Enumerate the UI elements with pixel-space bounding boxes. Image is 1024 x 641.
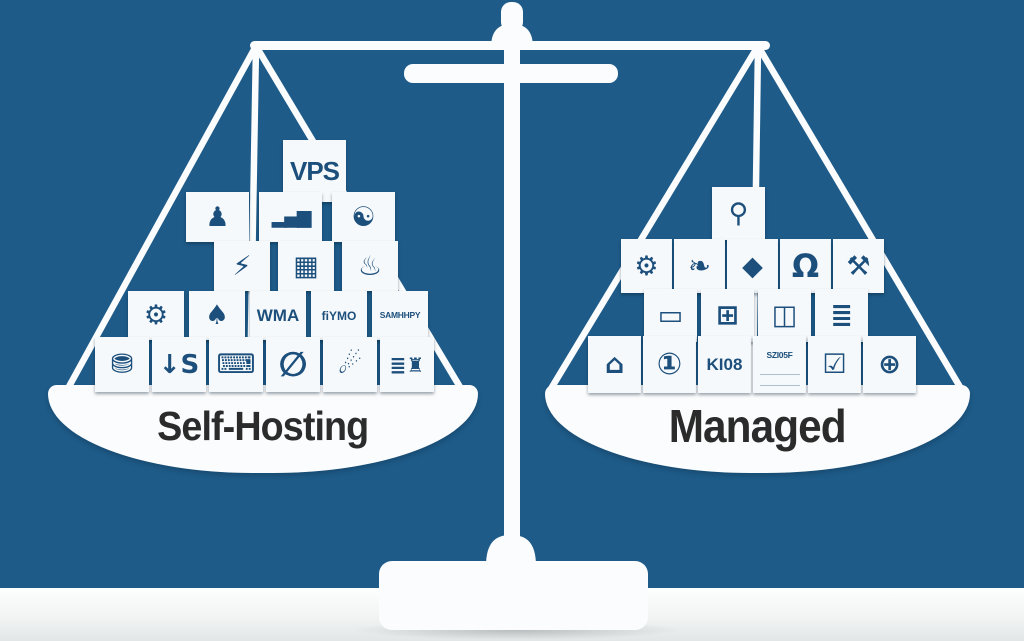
samhhpy-tile: SAMHHPY [372,291,428,340]
kettle-icon: ♨ [342,241,398,291]
beam [250,41,770,50]
coin-icon: ① [643,336,696,393]
bird-icon: ❧ [674,239,725,293]
right-pyramid-row-3: ⌂ ① KI08 SZI05F ☑ ⊕ [588,336,916,393]
globe-icon: ☯ [332,192,395,242]
right-pyramid-row-1: ⚙ ❧ ◆ Ω ⚒ [621,239,884,293]
fiymo-tile: fiYMO [311,291,367,340]
database-icon: ⛃ [95,337,149,392]
gear-key-icon-glyph: ⚙ [634,250,659,282]
left-pyramid-row-4: ⛃ ↓S ⌨ ∅ ☄ ≣♜ [95,337,434,392]
center-post [504,46,520,546]
download-vs-icon-glyph: ↓S [158,349,200,380]
no-entry-icon-glyph: ∅ [278,344,308,385]
ki08-tile-label: KI08 [706,355,743,374]
clipboard-icon-glyph: ≣ [830,300,853,331]
gear-globe-icon-glyph: ⚙ [143,300,169,331]
bell-icon: Ω [780,239,831,293]
diamond-icon-glyph: ◆ [742,250,763,282]
bell-icon-glyph: Ω [791,247,820,285]
door-icon-glyph: ◫ [771,300,798,331]
www-tile-label: WMA [256,306,300,325]
router-icon-glyph: ☄ [337,349,363,380]
szi05f-tile: SZI05F [753,336,806,393]
document-flashlight-icon: ≣♜ [380,337,434,392]
left-pyramid-row-1: ♟ ▂▄▆ ☯ [186,192,395,242]
growth-chart-icon: ▂▄▆ [259,192,322,242]
shield-icon-glyph: ♠ [204,300,230,331]
router-icon: ☄ [323,337,377,392]
left-pyramid-row-3: ⚙ ♠ WMA fiYMO SAMHHPY [128,291,428,340]
bird-icon-glyph: ❧ [688,250,711,282]
globe-grid-icon: ⊕ [863,336,916,393]
left-pan-label: Self-Hosting [157,402,369,449]
server-rack-icon: ▦ [278,241,334,291]
padlock-icon-glyph: ⌂ [604,349,625,380]
document-flashlight-icon-glyph: ≣♜ [389,352,425,377]
www-tile: WMA [250,291,306,340]
coin-icon-glyph: ① [656,346,683,382]
right-pyramid-row-2: ▭ ⊞ ◫ ≣ [644,289,868,342]
wrench-icon: ⚒ [833,239,884,293]
ki08-tile: KI08 [698,336,751,393]
gear-globe-icon: ⚙ [128,291,184,340]
left-pyramid-row-2: ⚡ ▦ ♨ [214,241,398,291]
server-rack-icon-glyph: ▦ [293,250,319,282]
wrench-icon-glyph: ⚒ [846,250,871,282]
no-entry-icon: ∅ [266,337,320,392]
person-icon-glyph: ♟ [205,201,230,233]
power-plug-icon: ⚡ [214,241,270,291]
vps-tile: VPS [283,140,346,202]
right-pyramid-row-0: ⚲ [712,187,765,240]
chip-icon: ⊞ [701,289,754,342]
monitor-icon-glyph: ▭ [657,300,684,331]
growth-chart-icon-glyph: ▂▄▆ [271,205,312,228]
door-icon: ◫ [758,289,811,342]
samhhpy-tile-label: SAMHHPY [379,310,421,321]
chip-icon-glyph: ⊞ [716,300,739,331]
person-icon: ♟ [186,192,249,242]
monitor-icon: ▭ [644,289,697,342]
shield-icon: ♠ [189,291,245,340]
desktop-icon: ⌨ [209,337,263,392]
desktop-icon-glyph: ⌨ [216,349,256,380]
base-dome [486,535,536,566]
base-block [379,561,648,630]
shield-check-icon-glyph: ☑ [822,349,847,380]
download-vs-icon: ↓S [152,337,206,392]
vps-tile-label: VPS [289,156,340,186]
padlock-icon: ⌂ [588,336,641,393]
fiymo-tile-label: fiYMO [321,308,357,323]
shield-check-icon: ☑ [808,336,861,393]
gear-key-icon: ⚙ [621,239,672,293]
globe-grid-icon-glyph: ⊕ [878,349,901,380]
map-pin-icon: ⚲ [712,187,765,240]
power-plug-icon-glyph: ⚡ [232,250,252,282]
left-pyramid-row-0: VPS [283,140,346,202]
right-pan-label: Managed [669,400,847,452]
database-icon-glyph: ⛃ [110,349,134,380]
globe-icon-glyph: ☯ [351,201,376,233]
clipboard-icon: ≣ [815,289,868,342]
szi05f-tile-label: SZI05F [766,350,793,361]
kettle-icon-glyph: ♨ [357,250,383,282]
diamond-icon: ◆ [727,239,778,293]
map-pin-icon-glyph: ⚲ [728,198,749,229]
